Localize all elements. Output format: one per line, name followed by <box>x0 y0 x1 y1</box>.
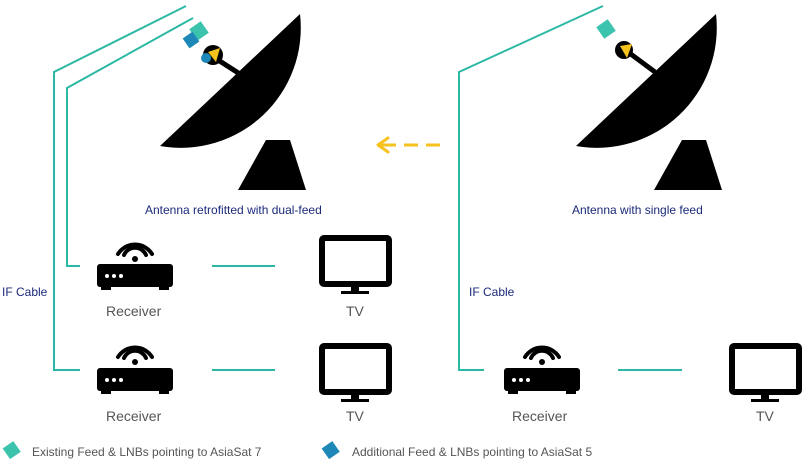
legend-additional-swatch <box>321 441 340 460</box>
tv-neck <box>351 286 359 291</box>
left-cable-label: IF Cable <box>2 285 48 299</box>
right-antenna <box>576 14 722 190</box>
receiver-foot <box>159 287 169 290</box>
receiver-label: Receiver <box>106 408 162 424</box>
receiver-led <box>105 378 109 382</box>
receiver-foot <box>566 391 576 394</box>
receiver-label: Receiver <box>106 303 162 319</box>
receiver-led <box>119 378 123 382</box>
wifi-icon <box>529 348 555 360</box>
right-cable-label: IF Cable <box>469 285 515 299</box>
wifi-dot <box>132 256 138 262</box>
receiver-right <box>504 345 580 394</box>
receiver-box <box>97 368 173 391</box>
right-existing-lnb <box>596 19 616 39</box>
receiver-label: Receiver <box>512 408 568 424</box>
receiver-foot <box>508 391 518 394</box>
right-antenna-dish <box>576 14 717 148</box>
receiver-led <box>112 378 116 382</box>
receiver-box <box>504 368 580 391</box>
wifi-icon <box>116 345 154 359</box>
tv-left-bottom <box>319 343 392 402</box>
tv-base <box>751 399 779 402</box>
left-feed-cone <box>208 48 220 62</box>
receiver-led <box>112 274 116 278</box>
left-outer-cable <box>53 5 187 371</box>
right-cable <box>458 5 604 371</box>
upgrade-arrow <box>376 136 440 154</box>
receiver-left-top <box>97 242 173 290</box>
left-antenna-pedestal <box>238 140 306 190</box>
left-antenna-dish <box>160 14 301 148</box>
left-additional-lnb-mark <box>201 53 211 63</box>
right-feed-arm <box>626 49 657 75</box>
receiver-led <box>519 378 523 382</box>
arrow-head <box>376 136 390 154</box>
tv-screen <box>729 343 802 395</box>
right-antenna-caption: Antenna with single feed <box>572 203 703 217</box>
tv-label: TV <box>346 408 365 424</box>
wifi-dot <box>539 359 545 365</box>
receiver-led <box>119 274 123 278</box>
receiver-foot <box>101 391 111 394</box>
tv-base <box>341 291 369 294</box>
receiver-led <box>105 274 109 278</box>
wifi-icon <box>116 242 154 256</box>
legend-existing-swatch <box>2 441 21 460</box>
receiver-foot <box>101 287 111 290</box>
receiver-left-bottom <box>97 345 173 394</box>
tv-screen <box>319 235 392 287</box>
left-inner-cable <box>66 17 194 267</box>
right-antenna-pedestal <box>654 140 722 190</box>
tv-screen <box>319 343 392 395</box>
wifi-icon <box>122 348 148 360</box>
receiver-led <box>526 378 530 382</box>
left-antenna-caption: Antenna retrofitted with dual-feed <box>145 203 322 217</box>
tv-left-top <box>319 235 392 294</box>
tv-label: TV <box>756 408 775 424</box>
wifi-dot <box>132 359 138 365</box>
cables <box>53 5 682 371</box>
receiver-led <box>512 378 516 382</box>
wifi-icon <box>122 245 148 257</box>
tv-base <box>341 399 369 402</box>
tv-label: TV <box>346 303 365 319</box>
receiver-box <box>97 264 173 287</box>
left-antenna <box>160 14 306 190</box>
wifi-icon <box>523 345 561 359</box>
receiver-foot <box>159 391 169 394</box>
tv-right <box>729 343 802 402</box>
left-additional-lnb <box>182 31 200 49</box>
tv-neck <box>351 394 359 399</box>
legend-existing-label: Existing Feed & LNBs pointing to AsiaSat… <box>32 445 262 459</box>
legend-additional-label: Additional Feed & LNBs pointing to AsiaS… <box>352 445 592 459</box>
right-feed-cone <box>620 44 632 58</box>
legend: Existing Feed & LNBs pointing to AsiaSat… <box>2 441 592 460</box>
tv-neck <box>761 394 769 399</box>
